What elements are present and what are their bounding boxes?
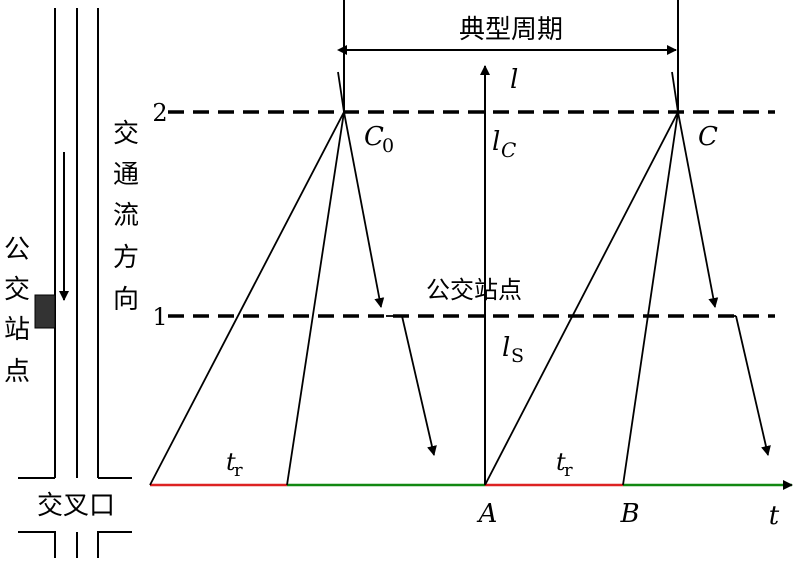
discharge-wave-2 [622,111,679,486]
c0-label-main: C [364,122,384,152]
tr-label-1: t r [226,448,243,481]
lc-label: l C [492,127,516,162]
cycle-2-waves [484,71,771,486]
bus-stop-line-label: 公交站点 [426,276,522,304]
point-b-label: B [619,499,639,529]
flow-direction-label: 交 通 流 方 向 [113,119,139,315]
lc-label-main: l [492,127,500,157]
ls-label-main: l [502,333,510,363]
flow-char-1: 交 [113,119,139,149]
discharge-wave-1 [286,111,345,486]
dissipation-arrow-1a [343,111,385,308]
wave-extension-2 [671,71,679,113]
cycle-bracket [337,0,679,112]
flow-char-2: 通 [113,160,139,190]
tr-label-2-sub: r [564,460,573,481]
dissipation-arrow-2a [677,111,719,308]
cycle-1-waves [149,71,437,486]
tr-label-2-main: t [556,448,566,476]
level-2-label: 2 [152,99,167,127]
intersection-label: 交叉口 [37,491,115,521]
queue-wave-1 [149,111,345,486]
lc-label-sub: C [501,138,516,162]
period-label: 典型周期 [459,15,563,45]
point-a-label: A [477,499,498,529]
dissipation-arrow-1b [401,315,437,456]
road-drawing [18,8,132,558]
dissipation-arrow-2b [735,315,771,456]
bus-stop-side-label: 公 交 站 点 [4,235,30,387]
flow-char-3: 流 [113,201,139,231]
bus-stop-char-2: 交 [4,275,30,305]
bus-stop-char-3: 站 [4,315,30,345]
axis-t-label: t [769,501,780,531]
c0-label: C 0 [364,122,394,157]
bus-stop-char-4: 点 [4,357,30,387]
bus-stop-char-1: 公 [4,235,30,265]
ls-label-sub: S [511,345,524,367]
wave-extension-1 [337,71,345,113]
intersection-edge-bottom-right [97,531,132,558]
level-1-label: 1 [152,303,167,331]
tr-label-1-sub: r [234,460,243,481]
c0-label-sub: 0 [382,135,394,157]
c-label: C [698,122,718,152]
flow-char-4: 方 [113,243,139,273]
intersection-edge-bottom-left [18,531,56,558]
tr-label-2: t r [556,448,573,481]
tr-label-1-main: t [226,448,236,476]
axis-l-label: l [510,65,518,95]
queue-wave-2 [484,111,679,486]
ls-label: l S [502,333,524,367]
flow-char-5: 向 [113,285,139,315]
bus-stop-marker [34,294,56,329]
